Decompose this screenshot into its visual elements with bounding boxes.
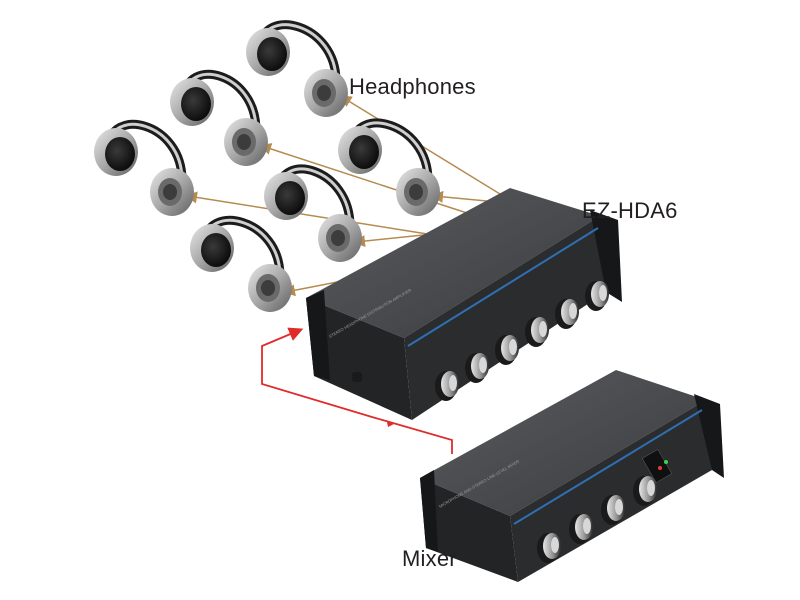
mixer-panel-stripe: [513, 409, 703, 525]
hda6-panel-stripe: [407, 227, 599, 347]
headphone: [94, 119, 194, 216]
volume-knob: [633, 476, 657, 506]
volume-knob: [525, 317, 549, 347]
hda6-knob-row: [435, 281, 609, 401]
volume-knob: [435, 371, 459, 401]
headphones-label: Headphones: [349, 74, 476, 99]
signal-path-red: [261, 327, 453, 454]
ez-hda6-label: EZ-HDA6: [582, 198, 678, 223]
headphone: [170, 69, 268, 166]
headphone: [246, 20, 348, 117]
volume-knob: [601, 495, 625, 525]
volume-knob: [465, 353, 489, 383]
mixer-label: Mixer: [402, 546, 457, 571]
mixer-to-amp-signal: [261, 327, 453, 454]
mixer-unit: MICROPHONE AND STEREO LINE-LEVEL MIXER: [420, 370, 724, 582]
headphone: [190, 215, 292, 312]
mixer-knob-row: [537, 476, 657, 563]
volume-knob: [495, 335, 519, 365]
volume-knob: [555, 299, 579, 329]
headphone-line: [185, 191, 441, 237]
volume-knob: [585, 281, 609, 311]
volume-knob: [537, 533, 561, 563]
ez-hda6-unit: STEREO HEADPHONE DISTRIBUTION AMPLIFIER: [306, 188, 622, 420]
headphone: [264, 164, 362, 262]
volume-knob: [569, 514, 593, 544]
headphone-set: [94, 20, 440, 312]
headphone: [338, 118, 440, 216]
